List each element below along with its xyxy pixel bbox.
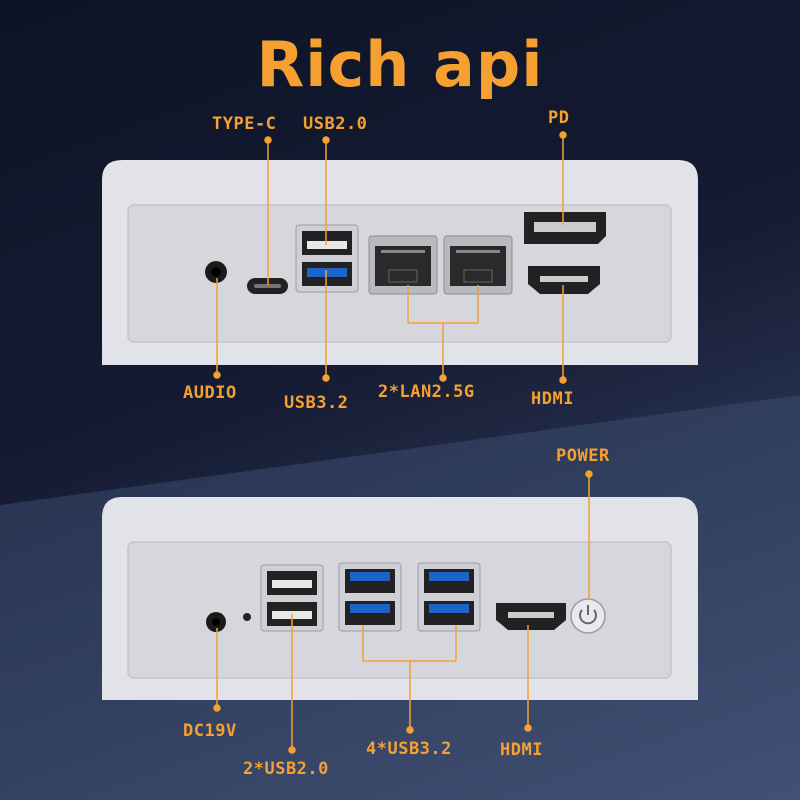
usb2-stack — [260, 564, 324, 632]
bottom-callout-lines — [213, 470, 593, 754]
power-button — [570, 598, 606, 634]
top-device-panel — [102, 160, 698, 365]
top-callout-lines — [213, 131, 567, 384]
bottom-device-panel — [102, 497, 698, 700]
usb3-stack-2 — [417, 562, 481, 632]
label-hdmi-bottom: HDMI — [500, 740, 543, 760]
label-usb20-bottom: 2*USB2.0 — [243, 759, 329, 779]
label-power: POWER — [556, 446, 610, 466]
usb3-stack-1 — [338, 562, 402, 632]
label-dc19v: DC19V — [183, 721, 237, 741]
label-lan: 2*LAN2.5G — [378, 382, 475, 402]
label-type-c: TYPE-C — [212, 114, 277, 134]
page-title: Rich api — [256, 28, 544, 101]
label-audio: AUDIO — [183, 383, 237, 403]
label-usb32-top: USB3.2 — [284, 393, 349, 413]
lan-port-1 — [368, 235, 438, 295]
label-usb20-top: USB2.0 — [303, 114, 368, 134]
label-pd: PD — [548, 108, 570, 128]
label-hdmi-top: HDMI — [531, 389, 574, 409]
label-usb32-bottom: 4*USB3.2 — [366, 739, 452, 759]
